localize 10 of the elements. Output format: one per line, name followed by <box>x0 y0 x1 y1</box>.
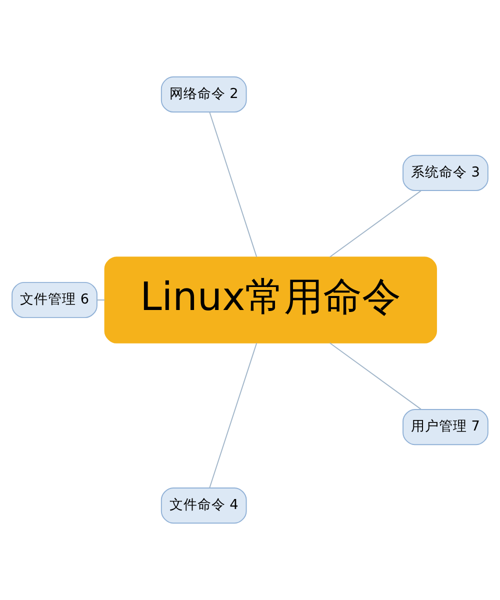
connector <box>329 190 422 258</box>
connector <box>209 342 258 488</box>
node-box: 系统命令 3 <box>402 154 488 192</box>
connector <box>329 342 422 410</box>
node-box: 文件命令 4 <box>160 487 247 524</box>
connector <box>209 112 258 258</box>
node-box: 用户管理 7 <box>402 408 488 446</box>
node-box: 文件管理 6 <box>12 282 98 318</box>
node-box: Linux常用命令 <box>104 256 437 344</box>
node-box: 网络命令 2 <box>160 76 247 113</box>
